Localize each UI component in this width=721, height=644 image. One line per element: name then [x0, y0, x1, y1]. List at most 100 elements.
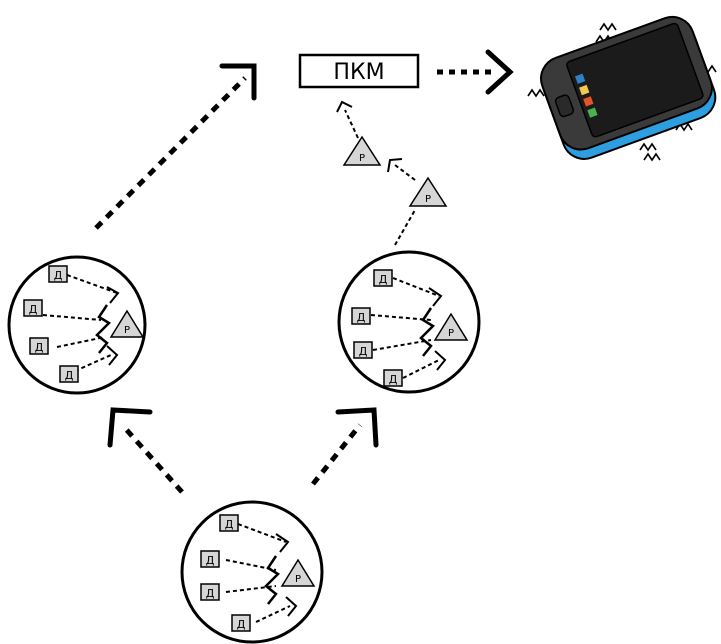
arrowhead-bottom-to-left	[107, 407, 153, 448]
sensor-box	[48, 265, 68, 283]
relay-triangle	[280, 558, 316, 587]
app-icon	[579, 84, 590, 96]
sensor-box	[373, 269, 393, 287]
sensor-box	[231, 614, 251, 632]
app-icon	[587, 107, 598, 118]
sensor-label: Д	[379, 273, 388, 286]
arrowhead-left-to-pkm	[219, 63, 257, 101]
phone-screen	[566, 22, 704, 138]
smartphone	[527, 15, 717, 162]
sensor: Д	[383, 369, 403, 387]
sensor-box	[200, 583, 220, 601]
relay-label: Р	[425, 194, 431, 205]
sensor-box	[59, 365, 79, 383]
sensor-label: Д	[54, 269, 63, 282]
app-icon	[575, 73, 586, 84]
sensor-label: Д	[237, 618, 246, 631]
sensor-label: Д	[206, 554, 215, 567]
relay-triangle	[342, 135, 382, 166]
sensor: Д	[231, 614, 251, 632]
link	[392, 277, 440, 297]
sensor: Д	[48, 265, 68, 283]
pkm-node: ПКМ	[298, 53, 420, 89]
vibration-line	[527, 88, 545, 98]
arrowhead	[106, 286, 120, 304]
vibration-line	[643, 152, 661, 162]
cluster-bottom: Д Д Д Д Р	[180, 500, 324, 644]
cluster-circle	[180, 500, 324, 644]
relay: Р	[109, 309, 145, 338]
link	[225, 585, 277, 593]
relay-label: Р	[295, 574, 301, 585]
sensor-box	[219, 514, 239, 532]
relay: Р	[433, 312, 469, 341]
cluster-left: Д Д Д Д Р	[7, 255, 147, 395]
big-arrows	[94, 49, 514, 494]
zigzag	[95, 304, 112, 354]
chain-arrowhead-3	[336, 100, 353, 113]
sensor-label: Д	[29, 303, 38, 316]
link	[255, 605, 291, 623]
sensor-box	[353, 341, 373, 359]
sensor: Д	[373, 269, 393, 287]
phone-body	[540, 15, 717, 160]
cluster-links	[42, 274, 120, 372]
sensor-label: Д	[65, 369, 74, 382]
link	[56, 336, 106, 348]
sensor-box	[351, 307, 371, 325]
sensor: Д	[351, 307, 371, 325]
relay-triangle	[109, 309, 145, 338]
link	[372, 339, 432, 351]
chain-link-1	[394, 209, 416, 246]
arrowhead	[434, 350, 447, 371]
relay-label: Р	[448, 328, 454, 339]
sensor: Д	[29, 337, 49, 355]
arrowhead-bottom-to-right	[335, 407, 379, 448]
sensor-label: Д	[35, 341, 44, 354]
sensor: Д	[59, 365, 79, 383]
arrowhead	[275, 533, 290, 553]
sensor: Д	[200, 550, 220, 568]
cluster-circle	[7, 255, 147, 395]
arrowhead	[428, 287, 443, 307]
link	[370, 314, 432, 321]
zigzag	[264, 555, 281, 605]
link	[237, 523, 287, 543]
home-button	[554, 94, 575, 118]
chain-link-3	[344, 109, 359, 139]
relay: Р	[280, 558, 316, 587]
chain-link-2	[394, 164, 416, 181]
relay-label: Р	[359, 153, 365, 164]
sensor-label: Д	[225, 518, 234, 531]
sensor-label: Д	[359, 345, 368, 358]
relay-triangle	[433, 312, 469, 341]
relay-chain	[336, 100, 416, 246]
sensor-label: Д	[206, 587, 215, 600]
cluster-links	[225, 523, 298, 623]
arrowhead	[106, 345, 119, 366]
arrowhead-pkm-to-phone	[485, 49, 514, 95]
sensor: Д	[219, 514, 239, 532]
sensor-label: Д	[389, 373, 398, 386]
arrow-bottom-to-left	[122, 425, 184, 494]
cluster-circle	[337, 250, 481, 394]
chain-arrowhead-2	[387, 158, 403, 173]
sensor-box	[29, 337, 49, 355]
sensor: Д	[353, 341, 373, 359]
relay-2: Р	[342, 135, 382, 166]
pkm-box	[298, 53, 420, 89]
arrow-left-to-pkm	[94, 76, 247, 230]
sensor-box	[383, 369, 403, 387]
relay-triangle	[408, 176, 448, 207]
sensor: Д	[200, 583, 220, 601]
sensor-box	[200, 550, 220, 568]
cluster-links	[370, 277, 447, 379]
arrowhead	[285, 596, 298, 617]
sensor-label: Д	[357, 311, 366, 324]
pkm-label: ПКМ	[333, 60, 384, 85]
cluster-right: Д Д Д Д Р	[337, 250, 481, 394]
vibration-line	[599, 22, 617, 32]
relay-1: Р	[408, 176, 448, 207]
zigzag	[419, 307, 436, 357]
